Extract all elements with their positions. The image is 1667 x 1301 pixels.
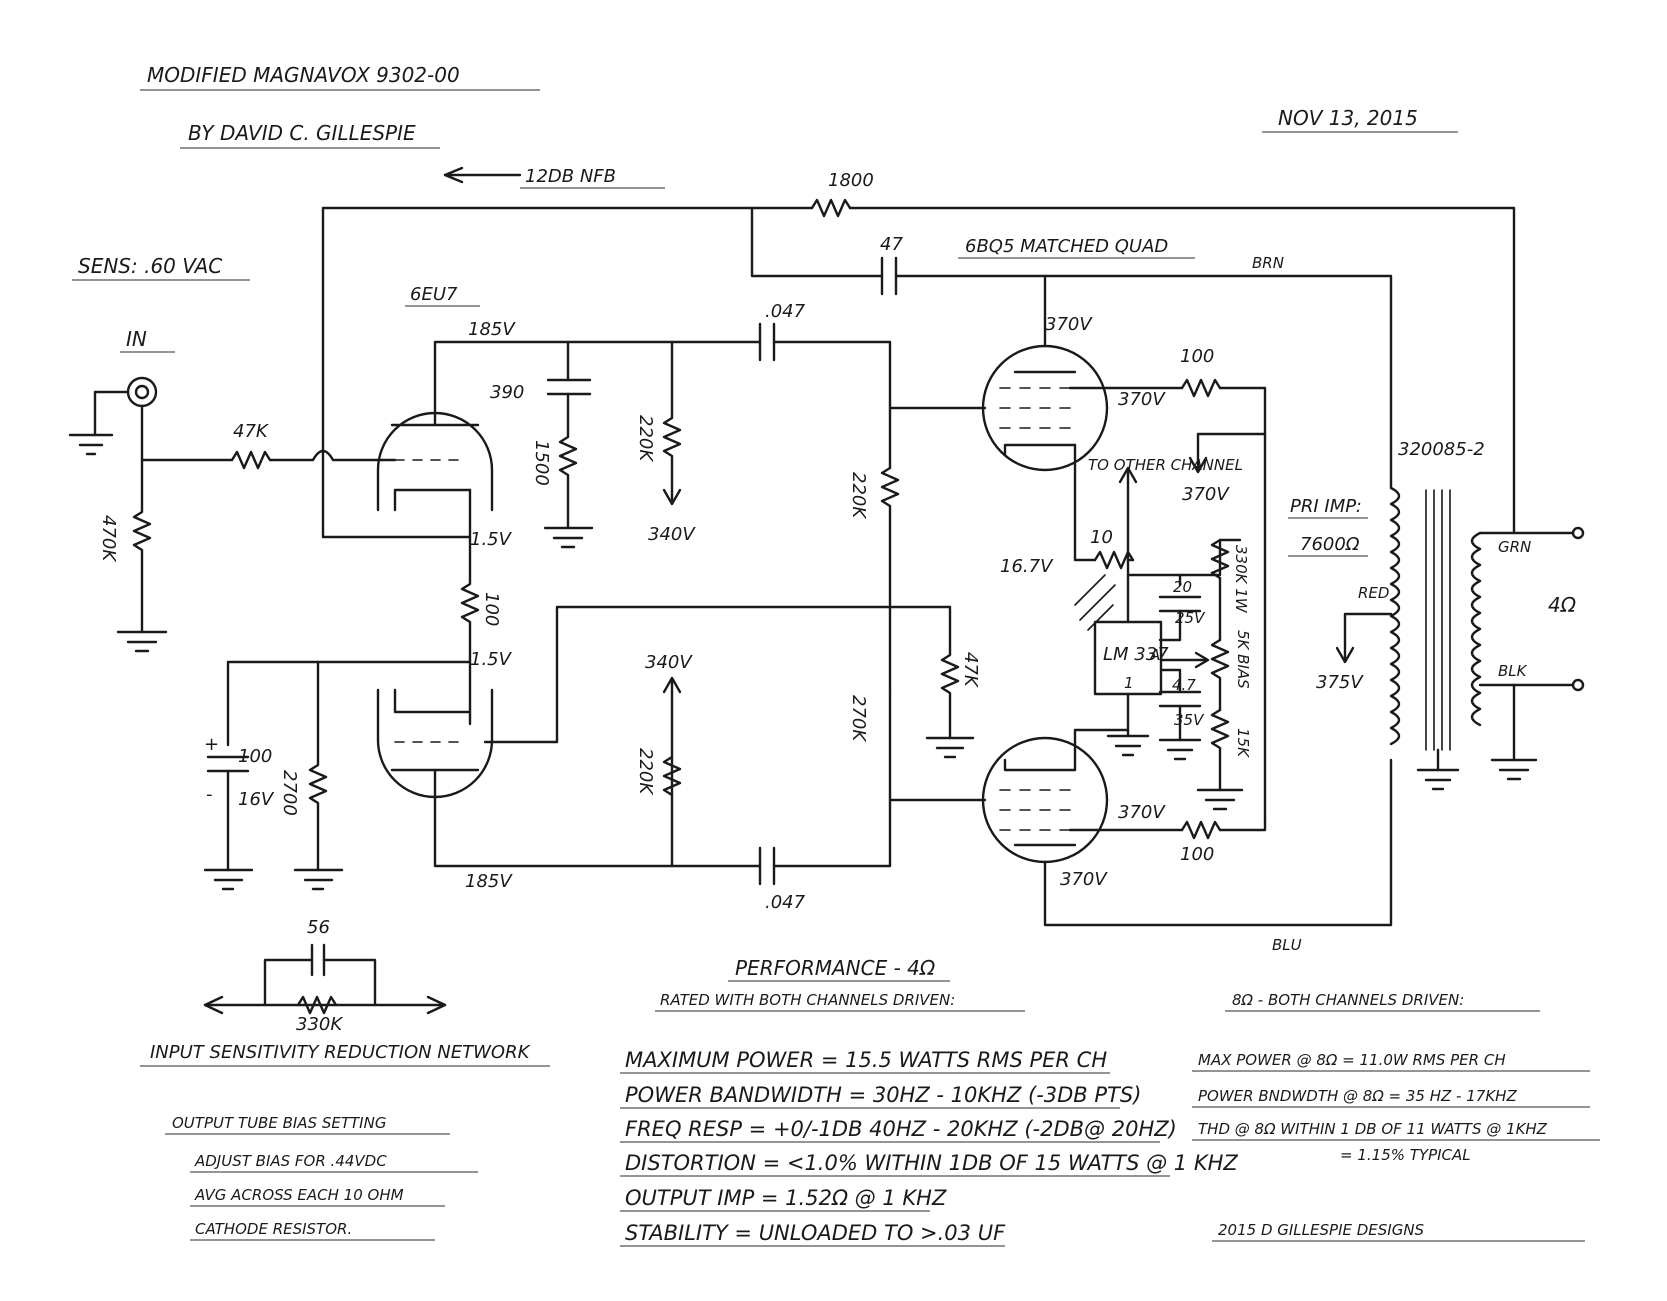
- wire-grn-label: GRN: [1498, 538, 1531, 556]
- output-tubes-label: 6BQ5 MATCHED QUAD: [965, 236, 1168, 257]
- perf4-line-5: OUTPUT IMP = 1.52Ω @ 1 KHZ: [625, 1186, 947, 1210]
- v-b-bot-label: 340V: [645, 652, 693, 673]
- pentode-upper-wiring: [1043, 274, 1267, 822]
- v-cathode1-label: 1.5V: [470, 529, 513, 550]
- triode-upper: [376, 411, 494, 512]
- perf8-line-2: POWER BNDWDTH @ 8Ω = 35 HZ - 17KHZ: [1198, 1087, 1517, 1105]
- bias-line-2: AVG ACROSS EACH 10 OHM: [194, 1186, 404, 1204]
- v-370-b-label: 370V: [1118, 802, 1166, 823]
- cap-25v-label: 25V: [1175, 609, 1206, 627]
- c-16v-label: 16V: [238, 789, 275, 810]
- bias-line-1: ADJUST BIAS FOR .44VDC: [194, 1152, 387, 1170]
- upper-plate-circuit: [433, 322, 987, 693]
- input-jack: [126, 376, 158, 408]
- cap-4-7-label: 4.7: [1172, 676, 1196, 694]
- r-15k-label: 15K: [1234, 728, 1252, 758]
- transformer-label: 320085-2: [1398, 439, 1485, 460]
- r-load-top-label: 220K: [635, 415, 656, 462]
- tube-6eu7-label: 6EU7: [410, 284, 458, 305]
- r-plate-label: 1500: [531, 440, 552, 486]
- cap-plus-label: +: [204, 734, 219, 755]
- output-transformer: [1335, 486, 1585, 791]
- c-couple-bot-label: .047: [765, 892, 806, 913]
- bias-supply: [1074, 466, 1244, 811]
- bias-line-3: CATHODE RESISTOR.: [195, 1220, 352, 1238]
- to-other-label: TO OTHER CHANNEL: [1088, 456, 1243, 474]
- perf8-line-1: MAX POWER @ 8Ω = 11.0W RMS PER CH: [1198, 1051, 1506, 1069]
- pentode-lower: [981, 736, 1109, 864]
- date-text: NOV 13, 2015: [1278, 106, 1418, 130]
- r-330k-label: 330K 1W: [1232, 545, 1250, 614]
- v-cathode2-label: 1.5V: [470, 649, 513, 670]
- c-couple-top-label: .047: [765, 301, 806, 322]
- v-370-a-label: 370V: [1045, 314, 1093, 335]
- nfb-arrow: [443, 166, 522, 184]
- pentode-upper: [981, 344, 1109, 472]
- perf8-line-4: = 1.15% TYPICAL: [1340, 1146, 1471, 1164]
- perf4-line-4: DISTORTION = <1.0% WITHIN 1DB OF 15 WATT…: [625, 1151, 1238, 1175]
- r-screen-bot-label: 100: [1180, 844, 1214, 865]
- pri-imp-label: PRI IMP:: [1290, 496, 1362, 517]
- cap-35v-label: 35V: [1174, 711, 1205, 729]
- cap-20-label: 20: [1173, 578, 1192, 596]
- v-plate1-label: 185V: [468, 319, 516, 340]
- input-label: IN: [126, 327, 147, 351]
- r-5k-label: 5K BIAS: [1234, 630, 1252, 689]
- title-text: MODIFIED MAGNAVOX 9302-00: [147, 63, 460, 87]
- sensitivity-label: SENS: .60 VAC: [78, 254, 222, 278]
- author-text: BY DAVID C. GILLESPIE: [188, 121, 416, 145]
- output-impedance-label: 4Ω: [1548, 593, 1577, 617]
- r-grid-top-label: 220K: [848, 472, 869, 519]
- v-screen-top-label: 370V: [1118, 389, 1166, 410]
- cathode-circuit: [203, 488, 480, 891]
- bias-heading: OUTPUT TUBE BIAS SETTING: [172, 1114, 386, 1132]
- lower-plate-circuit: [433, 605, 987, 886]
- r-47k-b-label: 47K: [960, 652, 981, 688]
- regulator-label: LM 337: [1103, 644, 1169, 665]
- perf4-heading: PERFORMANCE - 4Ω: [735, 956, 936, 980]
- cap-minus-label: -: [206, 784, 213, 805]
- reg-pin-1: 1: [1124, 674, 1134, 692]
- c-100-label: 100: [238, 746, 272, 767]
- v-375-label: 375V: [1316, 672, 1364, 693]
- r-screen-top-label: 100: [1180, 346, 1214, 367]
- perf4-line-2: POWER BANDWIDTH = 30HZ - 10KHZ (-3DB PTS…: [625, 1083, 1141, 1107]
- v-370-supply-label: 370V: [1182, 484, 1230, 505]
- r-270k-label: 270K: [848, 695, 869, 742]
- reduction-network: [203, 943, 447, 1015]
- r-grid-label: 470K: [98, 515, 119, 562]
- perf4-line-1: MAXIMUM POWER = 15.5 WATTS RMS PER CH: [625, 1048, 1107, 1072]
- network-caption: INPUT SENSITIVITY REDUCTION NETWORK: [150, 1042, 531, 1063]
- perf4-line-3: FREQ RESP = +0/-1DB 40HZ - 20KHZ (-2DB@ …: [625, 1117, 1177, 1141]
- wire-red-label: RED: [1358, 584, 1389, 602]
- r-100-k-label: 100: [481, 592, 502, 626]
- v-370-c-label: 370V: [1060, 869, 1108, 890]
- pri-val-label: 7600Ω: [1300, 534, 1360, 555]
- v-16-7-label: 16.7V: [1000, 556, 1054, 577]
- v-plate2-label: 185V: [465, 871, 513, 892]
- r-2700-label: 2700: [279, 770, 300, 816]
- r-nfb-label: 1800: [828, 170, 874, 191]
- nfb-label: 12DB NFB: [525, 166, 616, 187]
- pentode-lower-wiring: [1043, 728, 1393, 927]
- footer-credit: 2015 D GILLESPIE DESIGNS: [1218, 1221, 1425, 1239]
- wire-blu-label: BLU: [1272, 936, 1302, 954]
- r-input-label: 47K: [233, 421, 269, 442]
- wire-blk-label: BLK: [1498, 662, 1528, 680]
- r-load-bot-label: 220K: [635, 748, 656, 795]
- c-nfb-label: 47: [880, 234, 903, 255]
- v-b-top-label: 340V: [648, 524, 696, 545]
- nfb-loop: [321, 198, 1516, 539]
- network-cap-label: 56: [307, 917, 330, 938]
- perf8-heading: 8Ω - BOTH CHANNELS DRIVEN:: [1232, 991, 1464, 1009]
- perf8-line-3: THD @ 8Ω WITHIN 1 DB OF 11 WATTS @ 1KHZ: [1198, 1120, 1548, 1138]
- network-res-label: 330K: [296, 1014, 343, 1035]
- reg-pin-a: A: [1149, 646, 1160, 664]
- r-cath-label: 10: [1090, 527, 1113, 548]
- c-plate-label: 390: [490, 382, 524, 403]
- wire-brn-label: BRN: [1252, 254, 1284, 272]
- perf4-line-6: STABILITY = UNLOADED TO >.03 UF: [625, 1221, 1006, 1245]
- perf4-sub: RATED WITH BOTH CHANNELS DRIVEN:: [660, 991, 955, 1009]
